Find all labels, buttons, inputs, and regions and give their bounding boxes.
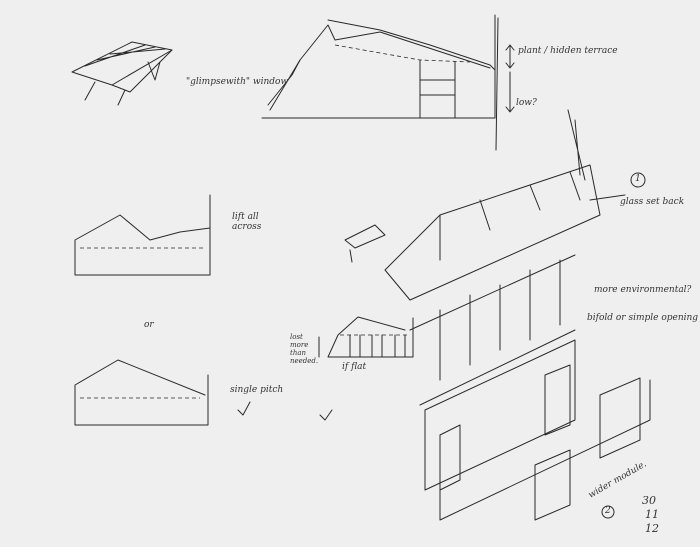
note-glimpse-window: "glimpsewith" window: [186, 77, 289, 87]
date-month: 11: [645, 508, 659, 521]
roof-panel-sketch: [71, 41, 173, 106]
marker-2: 2: [605, 506, 611, 516]
dimension-arrows: [505, 44, 515, 113]
note-bifold: bifold or simple opening: [587, 313, 699, 323]
note-or: or: [144, 320, 154, 330]
date-day: 30: [642, 494, 656, 507]
module-sketches: [409, 254, 651, 521]
if-flat-sketch: [318, 316, 414, 358]
roof-section-sketch: [261, 14, 499, 151]
note-low: low?: [516, 98, 537, 108]
marker-1: 1: [635, 174, 641, 184]
note-single-pitch: single pitch: [230, 385, 284, 395]
note-glass-set-back: glass set back: [620, 197, 685, 207]
note-plant-terrace: plant / hidden terrace: [518, 46, 618, 56]
note-if-flat: if flat: [342, 362, 367, 372]
date-year: 12: [645, 522, 659, 535]
note-more-environmental: more environmental?: [594, 285, 692, 295]
lift-section-sketch: [74, 194, 211, 276]
single-pitch-sketch: [74, 359, 333, 426]
perspective-sketch-1: [344, 109, 646, 301]
note-lost-more: lost more than needed.: [290, 333, 319, 365]
note-lift: lift all across: [232, 212, 262, 232]
